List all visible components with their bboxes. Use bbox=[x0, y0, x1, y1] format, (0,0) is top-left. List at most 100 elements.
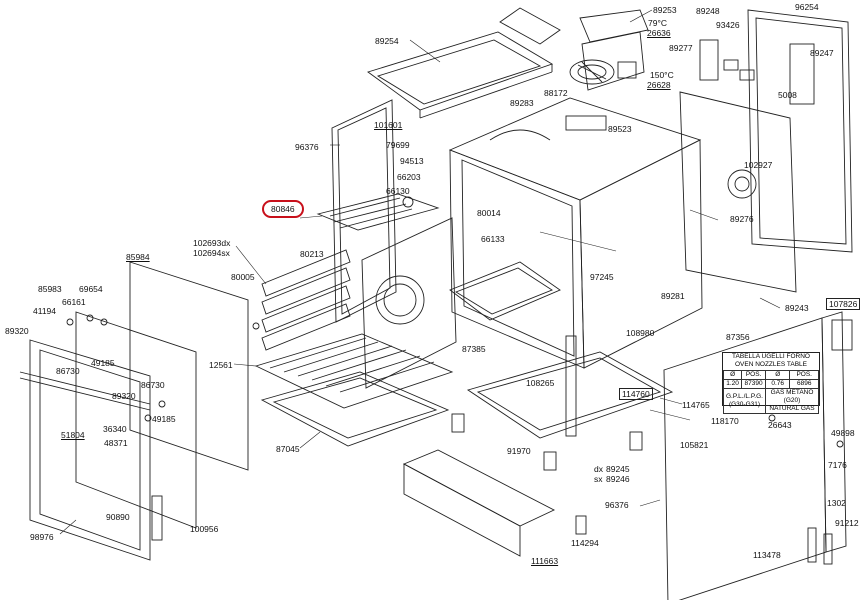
part-label: 89253 bbox=[653, 5, 677, 15]
part-label: 41194 bbox=[33, 306, 57, 316]
nozzle-cell: 1.20 bbox=[722, 379, 743, 389]
part-label: 80213 bbox=[300, 249, 324, 259]
nozzle-head: Ø bbox=[722, 370, 743, 380]
part-label: 80005 bbox=[231, 272, 255, 282]
side-sx: sx bbox=[594, 474, 603, 484]
part-label: 69654 bbox=[79, 284, 103, 294]
nozzle-table-title-it: TABELLA UGELLI FORNO bbox=[732, 353, 810, 360]
part-label: 89254 bbox=[375, 36, 399, 46]
part-label: 108265 bbox=[526, 378, 555, 388]
part-label: 102927 bbox=[744, 160, 773, 170]
base-frame-part bbox=[451, 351, 674, 471]
part-label: 107826 bbox=[826, 298, 860, 310]
part-label: 89277 bbox=[669, 43, 693, 53]
part-label: 36340 bbox=[103, 424, 127, 434]
part-label: 111663 bbox=[531, 556, 559, 566]
part-label: 49898 bbox=[831, 428, 855, 438]
part-label: 98976 bbox=[30, 532, 54, 542]
right-side-panel-part bbox=[663, 311, 847, 600]
part-label: 89276 bbox=[730, 214, 754, 224]
part-label: 80014 bbox=[477, 208, 501, 218]
door-glass-part bbox=[29, 261, 249, 561]
part-label: 114760 bbox=[619, 388, 653, 400]
part-label: 66130 bbox=[386, 186, 410, 196]
part-label: 49185 bbox=[152, 414, 176, 424]
grill-element-part bbox=[316, 193, 440, 231]
gas-natural-code: NATURAL GAS bbox=[769, 405, 815, 412]
side-dx: dx bbox=[594, 464, 603, 474]
part-label: 94513 bbox=[400, 156, 424, 166]
part-label: 66161 bbox=[62, 297, 86, 307]
part-label: 1302 bbox=[827, 498, 846, 508]
part-label: 91970 bbox=[507, 446, 531, 456]
side-panel-part bbox=[331, 99, 397, 323]
part-label: 66133 bbox=[481, 234, 505, 244]
oven-cavity-part bbox=[448, 97, 703, 369]
part-label: 89243 bbox=[785, 303, 809, 313]
part-label: 85984 bbox=[126, 252, 150, 262]
part-label: 101601 bbox=[374, 120, 403, 130]
part-label: 88172 bbox=[544, 88, 568, 98]
nozzle-cell: 87390 bbox=[741, 379, 766, 389]
part-label: 89246 bbox=[606, 474, 630, 484]
nozzle-head: POS. bbox=[789, 370, 819, 380]
gas-natural-name: GAS METANO (G20) bbox=[770, 389, 814, 404]
cooling-fan-part bbox=[569, 9, 649, 91]
door-handle-part bbox=[19, 371, 151, 411]
nozzle-head: Ø bbox=[764, 370, 791, 380]
part-label: 102693dx bbox=[193, 238, 231, 248]
part-label-highlighted: 80846 bbox=[262, 200, 304, 218]
nozzle-table-grid: Ø POS. Ø POS. 1.20 87390 0.76 6896 G.P.L… bbox=[722, 370, 820, 414]
part-label: 89283 bbox=[510, 98, 534, 108]
part-label: 89245 bbox=[606, 464, 630, 474]
part-label: 100956 bbox=[190, 524, 219, 534]
part-label: 86730 bbox=[141, 380, 165, 390]
part-label: 26636 bbox=[647, 28, 671, 38]
nozzle-gas-natural: GAS METANO (G20)NATURAL GAS bbox=[764, 388, 820, 414]
part-label: 7176 bbox=[828, 460, 847, 470]
part-label: 48371 bbox=[104, 438, 128, 448]
part-label: 114294 bbox=[571, 538, 599, 548]
part-label: 108980 bbox=[626, 328, 655, 338]
part-label: 26643 bbox=[768, 420, 792, 430]
part-label: 87385 bbox=[462, 344, 486, 354]
part-label: 85983 bbox=[38, 284, 62, 294]
part-label: 113478 bbox=[753, 550, 781, 560]
drawer-part bbox=[402, 449, 556, 557]
small-hardware-part bbox=[66, 314, 853, 565]
part-label: 51804 bbox=[61, 430, 85, 440]
part-label: 86730 bbox=[56, 366, 80, 376]
part-label: 89247 bbox=[810, 48, 834, 58]
part-label: 26628 bbox=[647, 80, 671, 90]
part-label: 66203 bbox=[397, 172, 421, 182]
gas-lpg-code: (G30-G31) bbox=[728, 401, 761, 408]
part-label: 90890 bbox=[106, 512, 130, 522]
part-label: 87045 bbox=[276, 444, 300, 454]
part-label: 79699 bbox=[386, 140, 410, 150]
temp-rating: 150°C bbox=[650, 70, 674, 80]
nozzle-gas-lpg: G.P.L./L.P.G.(G30-G31) bbox=[723, 388, 766, 414]
temp-rating: 79°C bbox=[648, 18, 667, 28]
part-label: 93426 bbox=[716, 20, 740, 30]
part-label: 12561 bbox=[209, 360, 233, 370]
nozzle-cell: 6896 bbox=[789, 379, 819, 389]
part-label: 49185 bbox=[91, 358, 115, 368]
part-label: 96254 bbox=[795, 2, 819, 12]
inner-frame-part bbox=[361, 217, 561, 389]
baking-tray-part bbox=[260, 371, 450, 447]
part-label: 89320 bbox=[5, 326, 29, 336]
oven-nozzles-table: TABELLA UGELLI FORNO OVEN NOZZLES TABLE … bbox=[722, 352, 820, 414]
part-label: 89320 bbox=[112, 391, 136, 401]
part-label: 89523 bbox=[608, 124, 632, 134]
part-label: 102694sx bbox=[193, 248, 230, 258]
part-label: 91212 bbox=[835, 518, 859, 528]
nozzle-table-title-en: OVEN NOZZLES TABLE bbox=[734, 361, 807, 368]
part-label: 87356 bbox=[726, 332, 750, 342]
part-label: 96376 bbox=[295, 142, 319, 152]
part-label: 118170 bbox=[711, 416, 739, 426]
part-label: 96376 bbox=[605, 500, 629, 510]
wire-shelf-part bbox=[254, 333, 454, 409]
part-label: 89281 bbox=[661, 291, 685, 301]
part-label: 89248 bbox=[696, 6, 720, 16]
